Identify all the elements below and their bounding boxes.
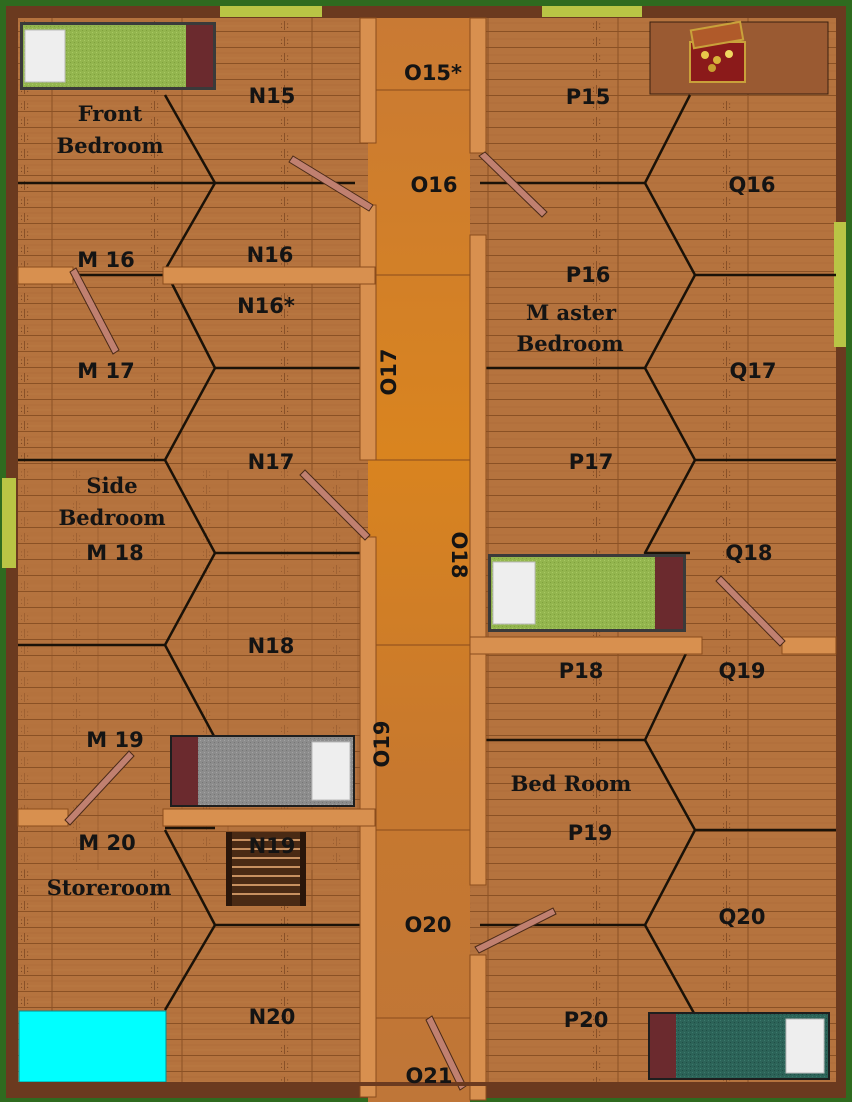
hex-label-N18: N18 xyxy=(248,634,295,658)
hex-label-M18: M 18 xyxy=(86,541,143,565)
water-icon xyxy=(18,1010,167,1083)
hex-label-N15: N15 xyxy=(249,84,296,108)
hex-label-M20: M 20 xyxy=(78,831,135,855)
corridor-planks xyxy=(368,89,470,1019)
hex-label-P15: P15 xyxy=(566,85,611,109)
door-icon xyxy=(64,151,786,1091)
room-label-side-2: Bedroom xyxy=(58,505,165,530)
hex-label-O20: O20 xyxy=(404,913,451,937)
hex-label-N17: N17 xyxy=(248,450,295,474)
hex-label-M17: M 17 xyxy=(77,359,134,383)
hex-label-Q19: Q19 xyxy=(718,659,765,683)
hex-label-Q16: Q16 xyxy=(728,173,775,197)
hex-label-O21: O21 xyxy=(405,1064,452,1088)
hex-label-Q18: Q18 xyxy=(725,541,772,565)
stairs-icon xyxy=(226,832,306,906)
hex-label-M16: M 16 xyxy=(77,248,134,272)
bed-icon xyxy=(648,1012,830,1080)
room-label-front-2: Bedroom xyxy=(56,133,163,158)
corridor xyxy=(368,18,470,1102)
hex-label-O15: O15* xyxy=(404,61,462,85)
hex-label-O19: O19 xyxy=(370,720,394,767)
hex-label-P16: P16 xyxy=(566,263,611,287)
bed-icon xyxy=(20,22,216,90)
hex-label-N19: N19 xyxy=(249,834,296,858)
bed-icon xyxy=(170,735,355,807)
bed-icon xyxy=(488,554,686,632)
hex-label-P19: P19 xyxy=(568,821,613,845)
hex-label-Q17: Q17 xyxy=(729,359,776,383)
south-wall xyxy=(18,1082,836,1086)
hex-label-M19: M 19 xyxy=(86,728,143,752)
hex-label-N16-star: N16* xyxy=(237,294,295,318)
hex-label-P20: P20 xyxy=(564,1008,609,1032)
hex-label-N20: N20 xyxy=(249,1005,296,1029)
hex-label-P17: P17 xyxy=(569,450,614,474)
hex-label-O16: O16 xyxy=(410,173,457,197)
room-label-master-2: Bedroom xyxy=(516,331,623,356)
treasure-chest-icon xyxy=(649,20,829,95)
hex-label-O18: O18 xyxy=(447,531,471,578)
room-label-side: Side xyxy=(86,473,137,498)
hex-label-N16: N16 xyxy=(247,243,294,267)
hex-label-O17: O17 xyxy=(377,348,401,395)
room-label-storeroom: Storeroom xyxy=(47,875,172,900)
hex-label-P18: P18 xyxy=(559,659,604,683)
hex-label-Q20: Q20 xyxy=(718,905,765,929)
room-label-bed-room: Bed Room xyxy=(511,771,632,796)
window-icon xyxy=(2,6,846,568)
room-label-master: M aster xyxy=(526,300,617,325)
room-label-front: Front xyxy=(78,101,143,126)
hex-labels: N15 O15* P15 O16 Q16 M 16 N16 N16* P16 M… xyxy=(77,61,776,1088)
walls xyxy=(17,17,837,1101)
